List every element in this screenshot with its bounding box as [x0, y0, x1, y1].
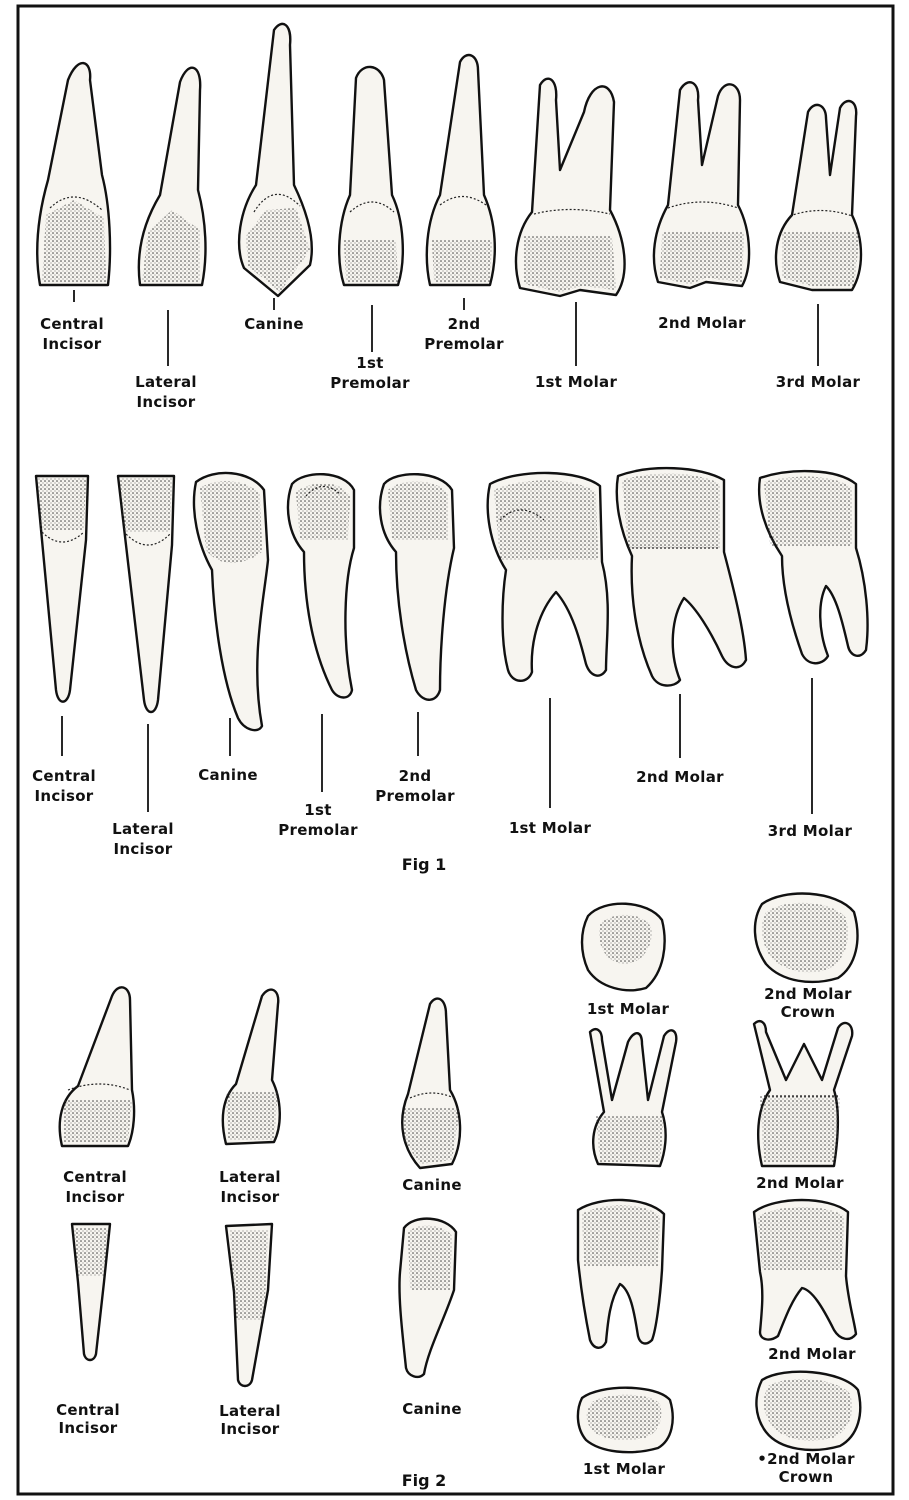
deciduous-second-molar-crown-drawing [753, 892, 859, 984]
deciduous-upper-central-incisor-drawing [58, 986, 136, 1148]
label-lower-second-molar: 2nd Molar [636, 768, 724, 786]
upper-first-premolar-drawing [338, 65, 404, 287]
label-lower-third-molar: 3rd Molar [768, 822, 853, 840]
fig1-lower-leaders [61, 678, 813, 814]
deciduous-upper-lateral-incisor-drawing [221, 988, 281, 1146]
deciduous-lower-central-incisor-drawing [70, 1222, 112, 1362]
deciduous-upper-canine-drawing [401, 997, 462, 1170]
fig1-upper-row [36, 22, 863, 298]
upper-central-incisor-drawing [36, 61, 112, 287]
fig1-caption: Fig 1 [402, 855, 447, 874]
label-fig2-first-molar-top: 1st Molar [587, 1000, 670, 1018]
deciduous-second-molar-roots-down-drawing [752, 1198, 858, 1341]
fig1-lower-row [34, 466, 869, 732]
label-lower-canine: Canine [198, 766, 258, 784]
fig2-drawings [58, 892, 862, 1454]
upper-first-molar-drawing [514, 77, 626, 298]
deciduous-lower-lateral-incisor-drawing [224, 1222, 274, 1388]
lower-second-molar-drawing [615, 466, 748, 687]
deciduous-second-molar-crown-bottom-drawing [755, 1370, 862, 1452]
lower-third-molar-drawing [758, 469, 869, 665]
upper-second-premolar-drawing [425, 53, 496, 287]
lower-first-premolar-drawing [286, 472, 356, 699]
fig2-caption: Fig 2 [402, 1471, 447, 1490]
upper-canine-drawing [237, 22, 313, 298]
label-fig2-second-molar-lower: 2nd Molar [768, 1345, 856, 1363]
deciduous-first-molar-occlusal-bottom-drawing [576, 1386, 674, 1454]
lower-lateral-incisor-drawing [116, 474, 176, 714]
label-upper-second-molar: 2nd Molar [658, 314, 746, 332]
lower-second-premolar-drawing [378, 473, 456, 701]
fig1-upper-leaders [73, 290, 819, 366]
lower-first-molar-drawing [486, 471, 609, 682]
deciduous-first-molar-occlusal-drawing [580, 902, 666, 992]
label-upper-canine: Canine [244, 315, 304, 333]
lower-canine-drawing [192, 471, 270, 732]
label-fig2-canine-lower: Canine [402, 1400, 462, 1418]
deciduous-lower-canine-drawing [398, 1217, 458, 1379]
label-fig2-first-molar-bottom: 1st Molar [583, 1460, 666, 1478]
upper-lateral-incisor-drawing [137, 66, 207, 287]
deciduous-first-molar-roots-down-drawing [576, 1198, 666, 1349]
deciduous-second-molar-roots-up-drawing [752, 1020, 854, 1168]
plate-border [16, 4, 895, 1496]
deciduous-first-molar-roots-up-drawing [588, 1028, 678, 1168]
upper-third-molar-drawing [774, 99, 863, 292]
upper-second-molar-drawing [652, 81, 751, 290]
lower-central-incisor-drawing [34, 474, 90, 703]
label-fig2-canine-upper: Canine [402, 1176, 462, 1194]
label-lower-first-molar: 1st Molar [509, 819, 592, 837]
label-upper-first-molar: 1st Molar [535, 373, 618, 391]
label-fig2-second-molar-upper: 2nd Molar [756, 1174, 844, 1192]
label-upper-third-molar: 3rd Molar [776, 373, 861, 391]
